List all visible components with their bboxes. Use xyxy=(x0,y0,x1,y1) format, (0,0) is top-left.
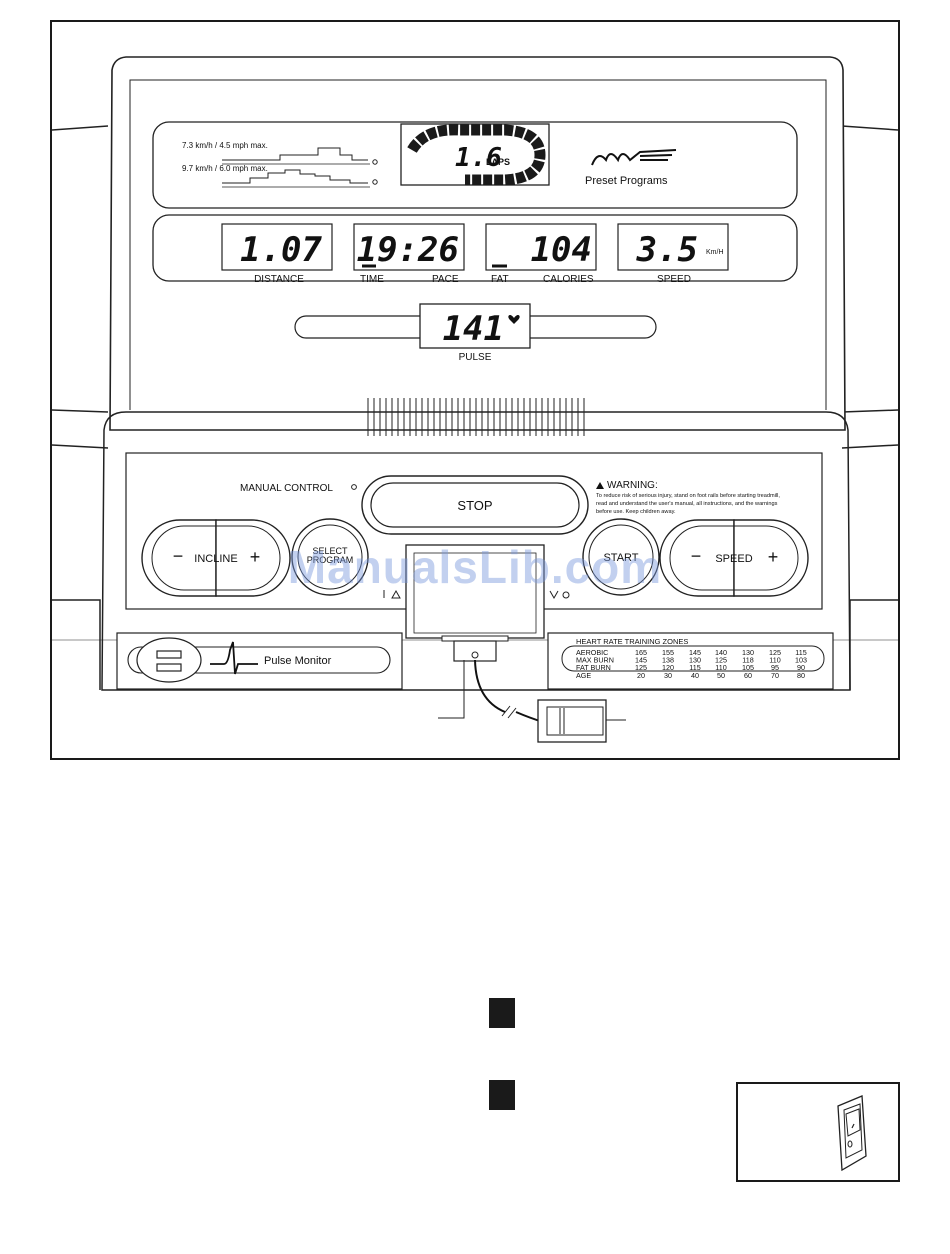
hr-cell: 140 xyxy=(715,648,727,657)
select-program-label-1: SELECT xyxy=(312,546,348,556)
hr-cell: 90 xyxy=(797,663,805,672)
hr-cell: 50 xyxy=(717,671,725,680)
hr-cell: 40 xyxy=(691,671,699,680)
hr-cell: 20 xyxy=(637,671,645,680)
hr-cell: 125 xyxy=(769,648,781,657)
hr-cell: 130 xyxy=(742,648,754,657)
warning-title: WARNING: xyxy=(607,480,658,491)
select-program-button[interactable]: SELECT PROGRAM xyxy=(291,518,369,596)
profile-graph-1 xyxy=(222,147,368,161)
hr-cell: 30 xyxy=(664,671,672,680)
pulse-label: PULSE xyxy=(459,352,492,363)
hr-cell: 145 xyxy=(689,648,701,657)
hr-cell: 118 xyxy=(742,656,753,665)
speed-label: SPEED xyxy=(657,274,691,285)
time-label: TIME xyxy=(360,274,384,285)
pulse-monitor-label: Pulse Monitor xyxy=(264,655,332,667)
speed-display xyxy=(617,223,729,271)
incline-label: INCLINE xyxy=(194,553,237,565)
calories-value: 104 xyxy=(531,230,592,270)
hr-cell: 115 xyxy=(795,648,806,657)
calories-label: CALORIES xyxy=(543,274,594,285)
preset-programs-label: Preset Programs xyxy=(585,175,668,187)
speed-button[interactable]: − SPEED + xyxy=(659,519,809,597)
track-value: 1.6 xyxy=(455,143,502,173)
manual-control-label: MANUAL CONTROL xyxy=(240,483,333,494)
preset-programs-logo xyxy=(591,149,677,166)
safety-clip xyxy=(537,699,607,743)
distance-value: 1.07 xyxy=(240,230,322,270)
calories-display xyxy=(485,223,597,271)
hr-cell: 95 xyxy=(771,663,779,672)
hr-cell: 138 xyxy=(662,656,674,665)
switch-inset xyxy=(736,1082,900,1182)
stop-button[interactable]: STOP xyxy=(361,475,589,535)
console-drawing: 7.3 km/h / 4.5 mph max. 9.7 km/h / 6.0 m… xyxy=(52,56,898,743)
step-marker-2 xyxy=(489,1080,515,1110)
hr-cell: 130 xyxy=(689,656,701,665)
hr-row-label: FAT BURN xyxy=(576,663,611,672)
speaker-grille xyxy=(367,398,585,436)
watermark: ManualsLib.com xyxy=(287,541,663,593)
hr-cell: 125 xyxy=(715,656,727,665)
hr-cell: 120 xyxy=(662,663,674,672)
hr-cell: 60 xyxy=(744,671,752,680)
distance-label: DISTANCE xyxy=(254,274,304,285)
hr-cell: 103 xyxy=(795,656,807,665)
fat-label: FAT xyxy=(491,274,509,285)
incline-minus-icon[interactable]: − xyxy=(173,546,184,566)
warning-line3: before use. Keep children away. xyxy=(596,509,676,515)
profile-label-2: 9.7 km/h / 6.0 mph max. xyxy=(182,164,268,173)
hr-row-label: AEROBIC xyxy=(576,648,608,657)
warning-icon xyxy=(596,482,604,489)
start-button-label: START xyxy=(603,552,638,564)
start-button[interactable]: START xyxy=(582,518,660,596)
pulse-value: 141 xyxy=(443,309,504,349)
profile-label-1: 7.3 km/h / 4.5 mph max. xyxy=(182,141,268,150)
incline-plus-icon[interactable]: + xyxy=(250,547,261,567)
step-marker-1 xyxy=(489,998,515,1028)
warning-line2: read and understand the user's manual, a… xyxy=(596,501,778,507)
stop-button-label: STOP xyxy=(457,498,492,513)
console-illustration-frame: 7.3 km/h / 4.5 mph max. 9.7 km/h / 6.0 m… xyxy=(50,20,900,760)
track-unit: LAPS xyxy=(486,157,510,167)
time-display xyxy=(353,223,465,271)
hr-cell: 80 xyxy=(797,671,805,680)
pulse-wave-icon xyxy=(210,641,258,675)
speed-value: 3.5 xyxy=(636,230,698,270)
hr-cell: 155 xyxy=(662,648,674,657)
hr-cell: 105 xyxy=(742,663,754,672)
key-holder xyxy=(405,544,545,662)
hr-cell: 110 xyxy=(769,656,780,665)
speed-unit: Km/H xyxy=(706,249,724,256)
pulse-display xyxy=(419,303,531,349)
speed-minus-icon[interactable]: − xyxy=(691,546,702,566)
time-value: 19:26 xyxy=(357,230,459,270)
speed-button-label: SPEED xyxy=(715,553,752,565)
warning-line1: To reduce risk of serious injury, stand … xyxy=(596,493,780,499)
pace-label: PACE xyxy=(432,274,459,285)
hr-cell: 70 xyxy=(771,671,779,680)
pulse-sensor[interactable] xyxy=(136,637,202,683)
hr-cell: 145 xyxy=(635,656,647,665)
heart-rate-table xyxy=(547,632,834,690)
select-program-label-2: PROGRAM xyxy=(307,555,354,565)
speed-plus-icon[interactable]: + xyxy=(768,547,779,567)
hr-row-label: MAX BURN xyxy=(576,656,614,665)
hr-cell: 115 xyxy=(689,663,700,672)
track-oval xyxy=(407,124,546,186)
hr-cell: 110 xyxy=(715,663,726,672)
hr-row-label: AGE xyxy=(576,671,591,680)
profile-graph-2 xyxy=(222,169,368,184)
hr-table-title: HEART RATE TRAINING ZONES xyxy=(576,637,688,646)
rocker-switch-icon xyxy=(837,1095,867,1172)
hr-cell: 125 xyxy=(635,663,647,672)
heart-icon xyxy=(508,314,520,324)
incline-button[interactable]: − INCLINE + xyxy=(141,519,291,597)
distance-display xyxy=(221,223,333,271)
hr-cell: 165 xyxy=(635,648,647,657)
